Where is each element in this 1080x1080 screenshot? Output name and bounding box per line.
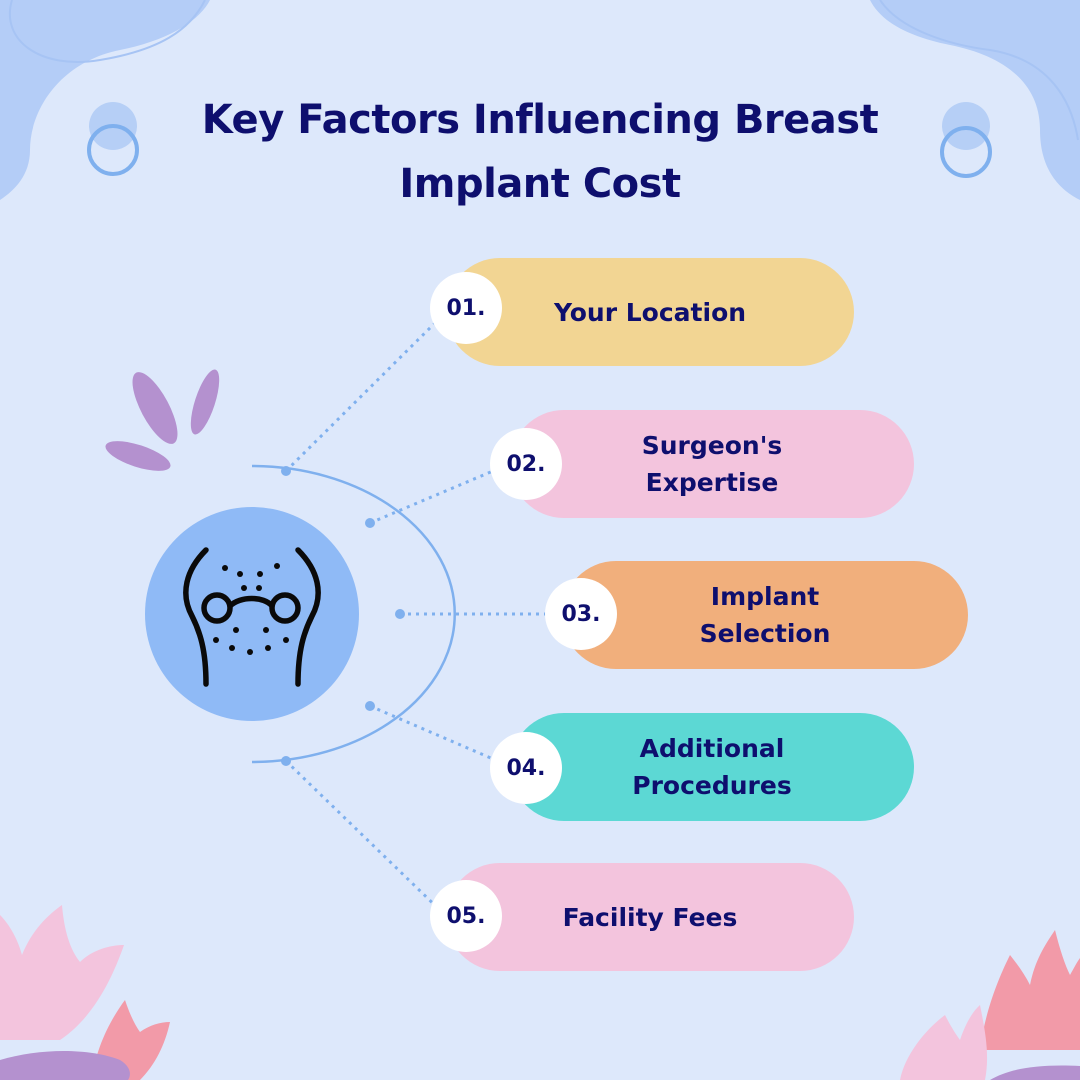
factor-card-facility-fees: Facility Fees bbox=[446, 863, 854, 971]
factor-card-surgeon-expertise: Surgeon's Expertise bbox=[510, 410, 914, 518]
factor-number-badge: 05. bbox=[430, 880, 502, 952]
corner-blob-top-left-outline bbox=[9, 0, 206, 63]
decor-ring-right bbox=[940, 126, 992, 178]
dotted-connectors bbox=[284, 310, 548, 918]
factor-label: Implant Selection bbox=[699, 582, 831, 648]
purple-leaves-icon bbox=[105, 369, 220, 471]
factor-card-location: Your Location bbox=[446, 258, 854, 366]
corner-blob-top-right bbox=[870, 0, 1080, 200]
page-title: Key Factors Influencing Breast Implant C… bbox=[201, 97, 879, 207]
factor-number-badge: 01. bbox=[430, 272, 502, 344]
corner-blob-top-left bbox=[0, 0, 210, 200]
purple-blob-bottom-right bbox=[990, 1065, 1080, 1080]
factor-label: Surgeon's Expertise bbox=[641, 431, 783, 497]
factor-card-additional-procedures: Additional Procedures bbox=[510, 713, 914, 821]
factor-label: Facility Fees bbox=[562, 902, 738, 932]
icon-circle bbox=[145, 507, 359, 721]
flower-bottom-right-icon-2 bbox=[900, 1005, 988, 1080]
decor-ring-left bbox=[87, 124, 139, 176]
dotted-marks bbox=[213, 563, 289, 655]
purple-blob-bottom-left bbox=[0, 1051, 130, 1080]
flower-bottom-right-icon bbox=[980, 930, 1080, 1050]
factor-number-badge: 02. bbox=[490, 428, 562, 500]
connector-nodes bbox=[281, 466, 405, 766]
connector-arc bbox=[251, 464, 456, 764]
corner-blob-top-right-outline bbox=[879, 0, 1079, 141]
factor-label: Additional Procedures bbox=[632, 734, 792, 800]
factor-number-badge: 03. bbox=[545, 578, 617, 650]
flower-bottom-left-icon bbox=[0, 905, 124, 1040]
breast-implant-icon bbox=[183, 547, 321, 687]
factor-label: Your Location bbox=[553, 297, 747, 327]
factor-card-implant-selection: Implant Selection bbox=[562, 561, 968, 669]
factor-number-badge: 04. bbox=[490, 732, 562, 804]
